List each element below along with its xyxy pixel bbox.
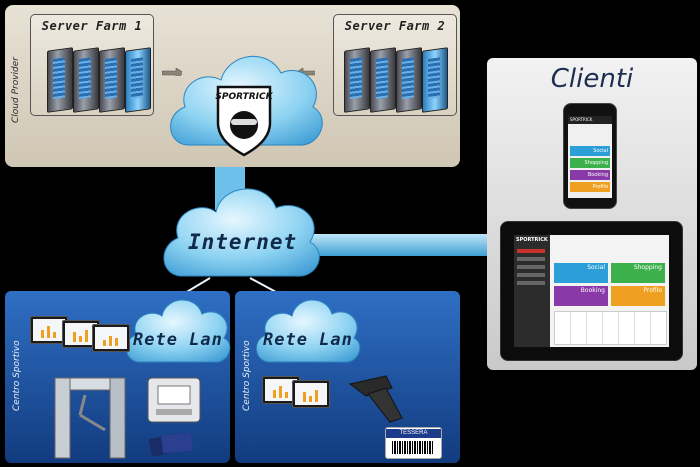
sportrick-logo-text: SPORTRICK — [215, 92, 273, 102]
centro-sportivo-left-label: Centro Sportivo — [12, 340, 22, 411]
server-farm-1-box: Server Farm 1 — [30, 14, 154, 116]
tablet: SPORTRICK Social Shopping Booking Profil… — [500, 221, 683, 361]
tablet-tile-booking[interactable]: Booking — [554, 286, 608, 306]
monitor-icon — [92, 324, 130, 352]
tablet-calendar — [554, 311, 667, 345]
lan-cloud-left — [126, 299, 231, 363]
server-farm-2-box: Server Farm 2 — [333, 14, 457, 116]
tablet-sidebar-item[interactable] — [517, 257, 545, 261]
turnstile-icon — [53, 377, 127, 459]
centro-sportivo-right-label: Centro Sportivo — [242, 340, 252, 411]
tessera-card: TESSERA — [385, 427, 442, 459]
card-reader-icon — [147, 377, 201, 423]
sportrick-cloud: SPORTRICK — [170, 55, 323, 157]
tablet-logo: SPORTRICK — [516, 237, 548, 243]
tablet-sidebar-item[interactable] — [517, 265, 545, 269]
server-icon — [47, 47, 73, 113]
tablet-screen: SPORTRICK Social Shopping Booking Profil… — [514, 235, 669, 347]
phone-tile-shopping[interactable]: Shopping — [570, 158, 610, 168]
tessera-label: TESSERA — [386, 429, 441, 438]
access-cards-icon — [148, 432, 193, 456]
tablet-tile-social[interactable]: Social — [554, 263, 608, 283]
server-icon — [125, 47, 151, 113]
server-icon — [99, 47, 125, 113]
barcode-scanner-icon — [348, 375, 403, 423]
cloud-provider-label: Cloud Provider — [11, 57, 21, 123]
server-icon — [422, 47, 448, 113]
barcode-icon — [392, 441, 434, 454]
phone-logo: SPORTRICK — [570, 117, 593, 122]
tablet-sidebar-item[interactable] — [517, 249, 545, 253]
lan-left-label: Rete Lan — [133, 330, 223, 350]
tablet-tile-profilo[interactable]: Profilo — [611, 286, 665, 306]
server-icon — [344, 47, 370, 113]
internet-cloud — [163, 188, 320, 277]
server-icon — [396, 47, 422, 113]
tablet-sidebar: SPORTRICK — [514, 235, 550, 347]
lan-cloud-right — [256, 299, 361, 363]
tablet-tile-shopping[interactable]: Shopping — [611, 263, 665, 283]
phone-header — [568, 116, 612, 124]
smartphone: SPORTRICK Social Shopping Booking Profil… — [563, 103, 617, 209]
phone-tile-profilo[interactable]: Profilo — [570, 182, 610, 192]
server-icon — [370, 47, 396, 113]
monitor-icon — [292, 380, 330, 408]
link-internet-to-clienti — [300, 234, 500, 256]
server-farm-1-title: Server Farm 1 — [41, 19, 143, 33]
phone-screen: SPORTRICK Social Shopping Booking Profil… — [568, 116, 612, 198]
tablet-sidebar-item[interactable] — [517, 281, 545, 285]
phone-tile-booking[interactable]: Booking — [570, 170, 610, 180]
lan-right-label: Rete Lan — [263, 330, 353, 350]
internet-label: Internet — [188, 230, 298, 254]
phone-tile-social[interactable]: Social — [570, 146, 610, 156]
clienti-title: Clienti — [550, 64, 634, 94]
server-farm-2-title: Server Farm 2 — [344, 19, 446, 33]
arrow-right-icon — [162, 68, 182, 76]
server-icon — [73, 47, 99, 113]
tablet-sidebar-item[interactable] — [517, 273, 545, 277]
monitor-icon — [30, 316, 68, 344]
